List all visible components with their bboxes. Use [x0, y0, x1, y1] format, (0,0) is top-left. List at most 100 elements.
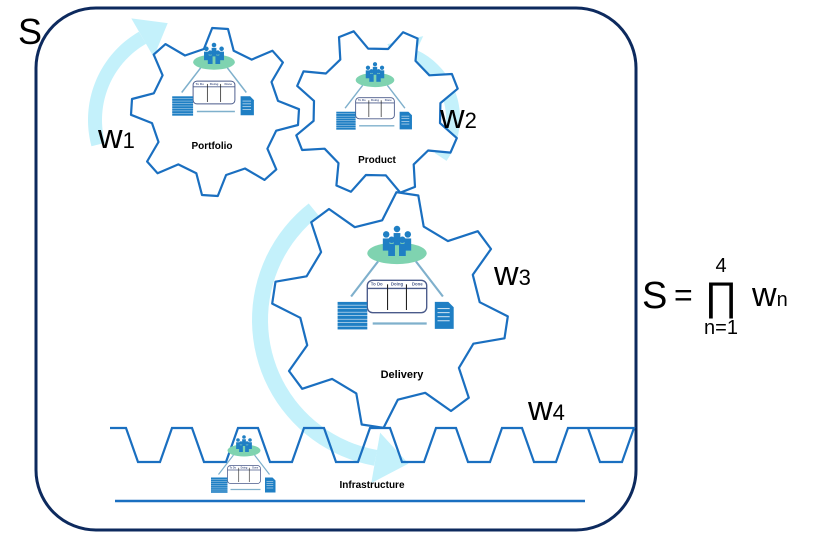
- person-icon: [236, 438, 240, 442]
- weight-w2: w2: [439, 98, 477, 136]
- person-icon-body: [211, 47, 217, 57]
- person-icon: [207, 50, 213, 55]
- gear-rack-infrastructure: [110, 426, 636, 464]
- rack-label-infrastructure: Infrastructure: [339, 480, 404, 491]
- backlog-icon-row: [172, 108, 194, 111]
- person-icon: [404, 231, 412, 238]
- double-arrow-left: [344, 84, 364, 109]
- backlog-icon-row: [337, 319, 368, 323]
- person-icon-body: [393, 233, 401, 246]
- person-icon-body: [215, 55, 221, 64]
- rotation-arrow-portfolio: [87, 31, 147, 147]
- double-arrow-right: [226, 67, 247, 93]
- rotation-arrow-portfolio-head: [131, 18, 168, 58]
- person-icon: [388, 236, 395, 244]
- formula-upper-limit: 4: [715, 255, 726, 277]
- backlog-icon-row: [337, 322, 368, 326]
- document-icon: [240, 96, 254, 116]
- document-icon: [434, 301, 454, 329]
- mini-diagram-infrastructure: To Do Doing Done: [211, 435, 276, 493]
- double-arrow-left: [218, 454, 234, 475]
- backlog-icon-row: [337, 308, 368, 312]
- backlog-icon-row: [336, 123, 356, 126]
- backlog-icon-row: [211, 487, 228, 489]
- double-arrow-right: [386, 84, 406, 109]
- formula-equals: =: [674, 277, 693, 313]
- person-icon-body: [219, 51, 224, 61]
- person-icon-body: [404, 238, 412, 251]
- board-column-header: Doing: [241, 467, 248, 470]
- backlog-icon-row: [337, 305, 368, 309]
- person-icon: [372, 62, 378, 67]
- person-icon-body: [399, 243, 406, 256]
- person-icon: [215, 50, 221, 55]
- person-icon: [245, 441, 249, 445]
- team-icon-base: [367, 242, 427, 265]
- person-icon-body: [248, 442, 252, 449]
- board-column-header: To Do: [358, 98, 366, 102]
- backlog-icon-row: [337, 315, 368, 319]
- backlog-icon-row: [337, 301, 368, 305]
- person-icon-body: [207, 55, 213, 64]
- person-icon: [248, 438, 252, 442]
- person-icon: [239, 441, 243, 445]
- rotation-arrow-delivery-head: [371, 432, 409, 484]
- person-icon: [382, 231, 390, 238]
- person-icon-body: [388, 243, 395, 256]
- board-column-header: Doing: [371, 98, 379, 102]
- person-icon-body: [239, 445, 243, 452]
- team-icon-base: [193, 54, 235, 70]
- formula-term: wn: [751, 276, 788, 314]
- backlog-icon-row: [172, 103, 194, 106]
- person-icon: [379, 65, 385, 70]
- double-arrow-right: [415, 260, 444, 298]
- double-arrow-right: [254, 454, 270, 475]
- backlog-icon-row: [211, 489, 228, 491]
- person-icon: [365, 65, 371, 70]
- backlog-icon-row: [211, 491, 228, 493]
- document-icon: [265, 477, 276, 493]
- double-arrow-left: [181, 67, 202, 93]
- backlog-icon-row: [336, 111, 356, 114]
- system-frame: [34, 6, 638, 532]
- rotation-arrow-delivery: [252, 203, 378, 466]
- backlog-icon-row: [211, 477, 228, 480]
- person-icon-body: [242, 439, 246, 446]
- backlog-icon-row: [172, 96, 194, 99]
- person-icon-body: [236, 442, 240, 449]
- person-icon: [376, 69, 381, 74]
- board-column-header: Done: [224, 82, 232, 86]
- person-icon-body: [369, 73, 374, 82]
- backlog-icon-row: [172, 111, 194, 114]
- board-column-header: To Do: [371, 282, 383, 287]
- person-icon-body: [379, 70, 385, 79]
- person-icon: [219, 46, 224, 52]
- board-column-header: Done: [412, 282, 423, 287]
- gear-label-delivery: Delivery: [381, 369, 425, 381]
- board-column-header: To Do: [229, 467, 236, 470]
- backlog-icon-row: [337, 312, 368, 316]
- backlog-icon-row: [336, 118, 356, 121]
- backlog-icon-row: [172, 106, 194, 109]
- person-icon: [204, 46, 209, 52]
- board-column-header: To Do: [196, 82, 205, 86]
- backlog-icon-row: [172, 98, 194, 101]
- backlog-icon-row: [336, 120, 356, 123]
- board-column-header: Doing: [210, 82, 219, 86]
- person-icon-body: [365, 70, 371, 79]
- formula-lhs: S: [642, 275, 667, 317]
- formula-product-symbol: ∏: [705, 275, 738, 319]
- person-icon: [393, 225, 401, 233]
- person-icon: [211, 42, 217, 48]
- backlog-icon-row: [336, 127, 356, 130]
- person-icon: [369, 69, 374, 74]
- backlog-icon-row: [337, 326, 368, 330]
- system-label: S: [18, 11, 42, 52]
- formula-lower-limit: n=1: [704, 317, 738, 339]
- board-column-header: Done: [252, 467, 259, 470]
- person-icon: [399, 236, 406, 244]
- weight-w1: w1: [97, 118, 135, 156]
